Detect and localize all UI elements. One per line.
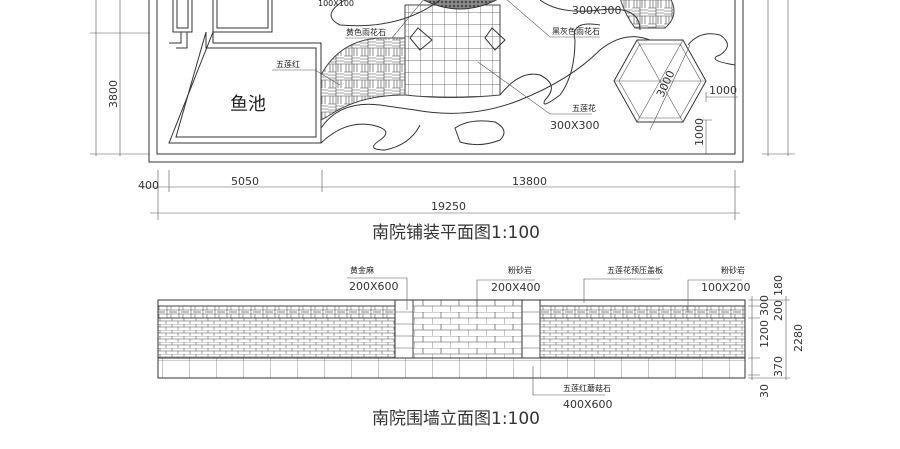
dim-400: 400 bbox=[138, 179, 159, 192]
rock bbox=[454, 120, 505, 146]
plan-title: 南院铺装平面图1:100 bbox=[372, 223, 540, 243]
label-grey-pebble: 黑灰色雨花石 bbox=[552, 26, 600, 36]
plan-outer-boundary bbox=[148, 0, 744, 163]
dim-13800: 13800 bbox=[512, 175, 547, 188]
dim-180: 180 bbox=[772, 275, 785, 296]
small-brick-left bbox=[157, 317, 396, 359]
label-yellow-pebble: 黄色雨花石 bbox=[346, 27, 386, 37]
diamond-stone bbox=[484, 27, 506, 51]
structure-top-left bbox=[172, 0, 273, 33]
dim-19250: 19250 bbox=[431, 200, 466, 213]
label-300x300-top: 300X300 bbox=[572, 4, 622, 17]
hex-right-offset-dim: 1000 bbox=[709, 84, 737, 97]
label-wulianhong: 五莲红 bbox=[276, 59, 300, 69]
dim-30: 30 bbox=[758, 384, 771, 398]
label-huangjinma: 黄金麻 bbox=[350, 265, 374, 275]
small-brick-right bbox=[539, 317, 746, 359]
diamond-stone bbox=[409, 27, 433, 51]
dim-200: 200 bbox=[772, 300, 785, 321]
weave-paving-left bbox=[320, 37, 406, 121]
label-100x100: 100X100 bbox=[318, 0, 354, 8]
cap-band-right bbox=[539, 305, 746, 319]
dim-2280: 2280 bbox=[792, 324, 805, 352]
label-fenshayan-right: 粉砂岩 bbox=[721, 265, 745, 275]
column-left bbox=[394, 299, 414, 359]
hex-diameter-dim: 3000 bbox=[654, 68, 678, 99]
paving-plan: 鱼池 3000 1000 1000 10 bbox=[90, 0, 795, 243]
plan-dimensions: 3800 400 5050 13800 19250 bbox=[90, 0, 795, 220]
hex-bottom-offset-dim: 1000 bbox=[693, 118, 706, 146]
elevation-dimensions: 180 300 200 1200 370 30 2280 bbox=[748, 275, 805, 398]
fish-pond: 鱼池 bbox=[168, 31, 322, 144]
wall-elevation: 黄金麻 200X600 粉砂岩 200X400 五莲花预压盖板 粉砂岩 100X… bbox=[157, 265, 805, 429]
stream-curves bbox=[320, 0, 736, 151]
label-mushroom-stone: 五莲红蘑菇石 bbox=[563, 383, 611, 393]
label-300x300: 300X300 bbox=[550, 119, 600, 132]
label-100x200: 100X200 bbox=[701, 281, 751, 294]
mushroom-stone-base bbox=[157, 357, 746, 379]
column-right bbox=[521, 299, 541, 359]
label-200x600: 200X600 bbox=[349, 280, 399, 293]
fish-pond-label: 鱼池 bbox=[230, 94, 266, 115]
dim-5050: 5050 bbox=[231, 175, 259, 188]
label-400x600: 400X600 bbox=[563, 398, 613, 411]
label-200x400: 200X400 bbox=[491, 281, 541, 294]
label-cap-slab: 五莲花预压盖板 bbox=[607, 265, 663, 275]
dim-370: 370 bbox=[772, 356, 785, 377]
plan-inner-boundary bbox=[156, 0, 736, 155]
dim-3800: 3800 bbox=[107, 80, 120, 108]
pebble-area-top bbox=[422, 0, 498, 10]
mid-brick-panel bbox=[412, 299, 523, 359]
elevation-title: 南院围墙立面图1:100 bbox=[372, 409, 540, 429]
label-fenshayan-mid: 粉砂岩 bbox=[508, 265, 532, 275]
grid-paving-center bbox=[404, 4, 501, 98]
dim-1200: 1200 bbox=[758, 320, 771, 348]
elevation-leader-labels: 黄金麻 200X600 粉砂岩 200X400 五莲花预压盖板 粉砂岩 100X… bbox=[347, 265, 751, 411]
hexagon-pavilion: 3000 1000 1000 bbox=[613, 39, 738, 154]
dim-300: 300 bbox=[758, 295, 771, 316]
weave-paving-right bbox=[620, 0, 675, 29]
label-wulianhua: 五莲花 bbox=[572, 103, 596, 113]
cap-band-left bbox=[157, 305, 396, 319]
plan-leader-labels: 100X100 黄色雨花石 300X300 黑灰色雨花石 五莲红 五莲花 300… bbox=[272, 0, 622, 132]
